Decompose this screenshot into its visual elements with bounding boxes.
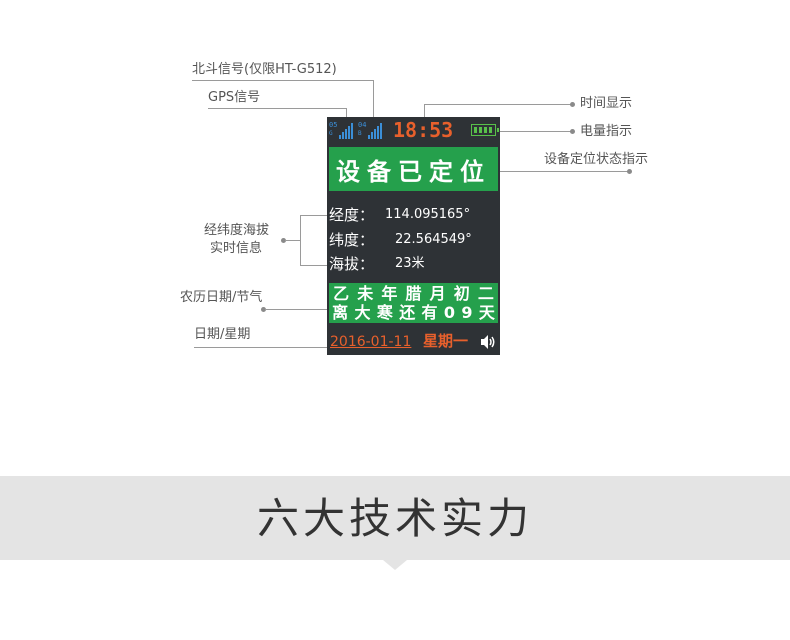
time-display-label: 时间显示 (580, 96, 633, 111)
altitude-label: 海拔： (329, 255, 375, 273)
beidou-signal-indicator: 04 B (358, 121, 386, 141)
time-leader-drop (424, 104, 425, 120)
coords-realtime-label-1: 经纬度海拔 (204, 223, 270, 238)
speaker-icon (481, 335, 495, 349)
altitude-value: 23米 (395, 256, 425, 271)
battery-leader-line (498, 131, 572, 132)
device-screen: 05 G 04 B 18:53 设备已定位 经度： (327, 117, 500, 355)
location-status-banner: 设备已定位 (329, 147, 498, 191)
solar-term-line: 离 大 寒 还 有 0 9 天 (332, 303, 495, 322)
beidou-leader-line (192, 80, 374, 81)
coords-leader-bracket (300, 215, 301, 265)
lunar-date-panel: 乙 未 年 腊 月 初 二 离 大 寒 还 有 0 9 天 (329, 283, 498, 323)
latitude-value: 22.564549° (395, 232, 472, 247)
status-leader-line (500, 171, 630, 172)
longitude-value: 114.095165° (385, 207, 471, 222)
status-bar: 05 G 04 B 18:53 (327, 117, 500, 145)
beidou-signal-label: 北斗信号(仅限HT-G512) (192, 62, 337, 77)
beidou-signal-icon-sub: B (358, 130, 362, 137)
signal-bar-icon (371, 132, 373, 139)
lunar-date-line: 乙 未 年 腊 月 初 二 (333, 284, 494, 303)
battery-icon (471, 124, 499, 136)
battery-indicator-label: 电量指示 (580, 124, 633, 139)
time-leader-line (424, 104, 572, 105)
lunar-leader-line (265, 309, 328, 310)
signal-bar-icon (342, 132, 344, 139)
coords-leader-dot (281, 238, 286, 243)
gps-leader-drop (346, 108, 347, 120)
latitude-row: 纬度： 22.564549° (329, 230, 472, 250)
date-weekday-label: 日期/星期 (194, 327, 251, 342)
beidou-satellite-count: 04 (358, 121, 367, 129)
gps-leader-line (208, 108, 347, 109)
lunar-solar-term-label: 农历日期/节气 (180, 290, 263, 305)
battery-leader-dot (570, 129, 575, 134)
signal-bar-icon (374, 129, 376, 139)
coords-leader-top (300, 215, 328, 216)
signal-bar-icon (380, 123, 382, 139)
altitude-row: 海拔： 23米 (329, 254, 425, 274)
coords-realtime-label-2: 实时信息 (210, 241, 263, 256)
date-bar: 2016-01-11 星期一 (327, 329, 500, 355)
signal-bar-icon (345, 129, 347, 139)
beidou-leader-drop (373, 80, 374, 120)
time-leader-dot (570, 102, 575, 107)
signal-bar-icon (368, 135, 370, 139)
coords-leader-stub (285, 240, 300, 241)
section-header-band: 六大技术实力 (0, 476, 790, 560)
gps-signal-indicator: 05 G (329, 121, 355, 141)
signal-bar-icon (377, 126, 379, 139)
signal-bar-icon (348, 126, 350, 139)
signal-bar-icon (351, 123, 353, 139)
clock-display: 18:53 (393, 118, 454, 142)
signal-bar-icon (339, 135, 341, 139)
location-status-label: 设备定位状态指示 (544, 152, 649, 167)
longitude-label: 经度： (329, 206, 375, 224)
lunar-leader-dot (261, 307, 266, 312)
latitude-label: 纬度： (329, 231, 375, 249)
date-leader-line (194, 347, 328, 348)
gps-signal-label: GPS信号 (208, 90, 261, 105)
weekday-display: 星期一 (423, 332, 469, 350)
gps-signal-icon-sub: G (329, 130, 333, 137)
band-pointer-notch (383, 560, 407, 570)
gps-satellite-count: 05 (329, 121, 338, 129)
longitude-row: 经度： 114.095165° (329, 205, 470, 225)
section-title: 六大技术实力 (256, 494, 533, 543)
date-display: 2016-01-11 (330, 334, 412, 350)
status-leader-dot (627, 169, 632, 174)
coords-leader-bottom (300, 265, 328, 266)
location-status-text: 设备已定位 (336, 157, 491, 186)
